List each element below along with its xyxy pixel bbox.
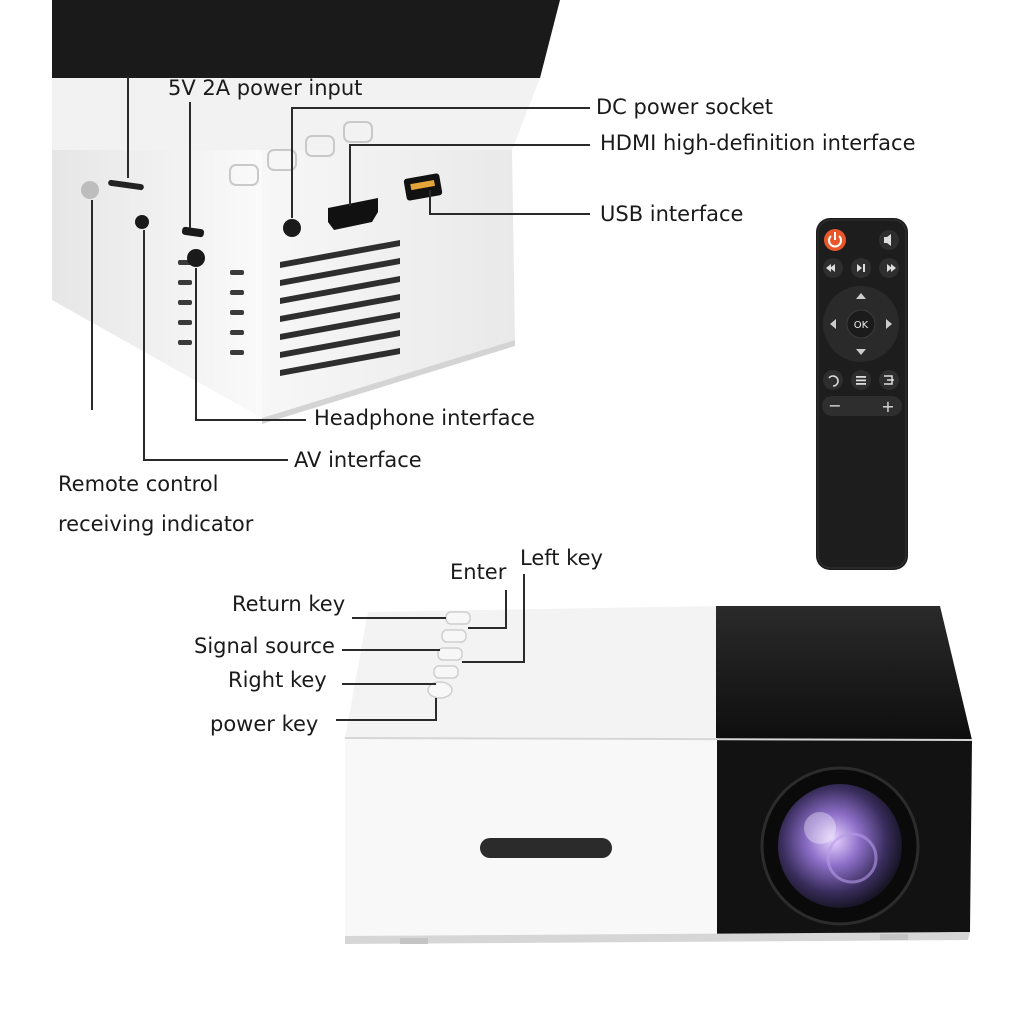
remote-volume-bar — [822, 396, 902, 416]
remote-sensor-port — [81, 181, 99, 199]
remote-volume-minus: − — [828, 396, 841, 415]
projector-lens — [778, 784, 902, 908]
source-icon — [884, 375, 894, 385]
label-hdmi: HDMI high-definition interface — [600, 131, 916, 155]
label-power-input: 5V 2A power input — [168, 76, 363, 100]
front-top-black — [716, 606, 972, 740]
bottom-leader-lines — [336, 574, 525, 721]
menu-icon — [856, 376, 866, 385]
label-right-key: Right key — [228, 668, 327, 692]
rear-right-vents — [280, 240, 400, 376]
label-dc-power-socket: DC power socket — [596, 95, 773, 119]
remote-volume-plus: + — [881, 397, 894, 416]
label-enter: Enter — [450, 560, 507, 584]
label-remote-indicator-line2: receiving indicator — [58, 512, 254, 536]
power-icon — [828, 235, 842, 248]
front-face-white — [345, 738, 717, 936]
power-input-port — [181, 226, 205, 238]
mute-icon — [884, 234, 891, 246]
remote-ok-button — [846, 309, 876, 339]
front-top-white — [345, 606, 716, 740]
rear-left-face — [52, 150, 262, 418]
label-av: AV interface — [294, 448, 422, 472]
label-signal-source: Signal source — [194, 634, 335, 658]
av-jack-port — [135, 215, 149, 229]
label-tf-card-slot: TF card slot — [80, 44, 203, 68]
label-return-key: Return key — [232, 592, 346, 616]
front-top-keys — [427, 611, 471, 699]
projector-front-illustration — [344, 606, 973, 944]
rear-top-lid — [52, 78, 540, 150]
label-power-key: power key — [210, 712, 319, 736]
top-leader-lines — [91, 76, 590, 461]
back-icon — [828, 375, 839, 387]
remote-control: OK − + — [816, 218, 908, 570]
label-left-key: Left key — [520, 546, 603, 570]
headphone-jack-port — [187, 249, 205, 267]
remote-ok-label: OK — [854, 320, 869, 331]
hdmi-port — [328, 198, 378, 230]
front-vent-grille — [480, 838, 612, 858]
rear-top-keys — [229, 121, 373, 186]
remote-back-button — [823, 370, 843, 390]
rear-top-black-shell — [52, 0, 560, 78]
dc-socket-port — [283, 219, 301, 237]
label-headphone: Headphone interface — [314, 406, 535, 430]
label-remote-indicator-line1: Remote control — [58, 472, 219, 496]
tf-card-slot-port — [108, 179, 144, 191]
label-usb: USB interface — [600, 202, 744, 226]
